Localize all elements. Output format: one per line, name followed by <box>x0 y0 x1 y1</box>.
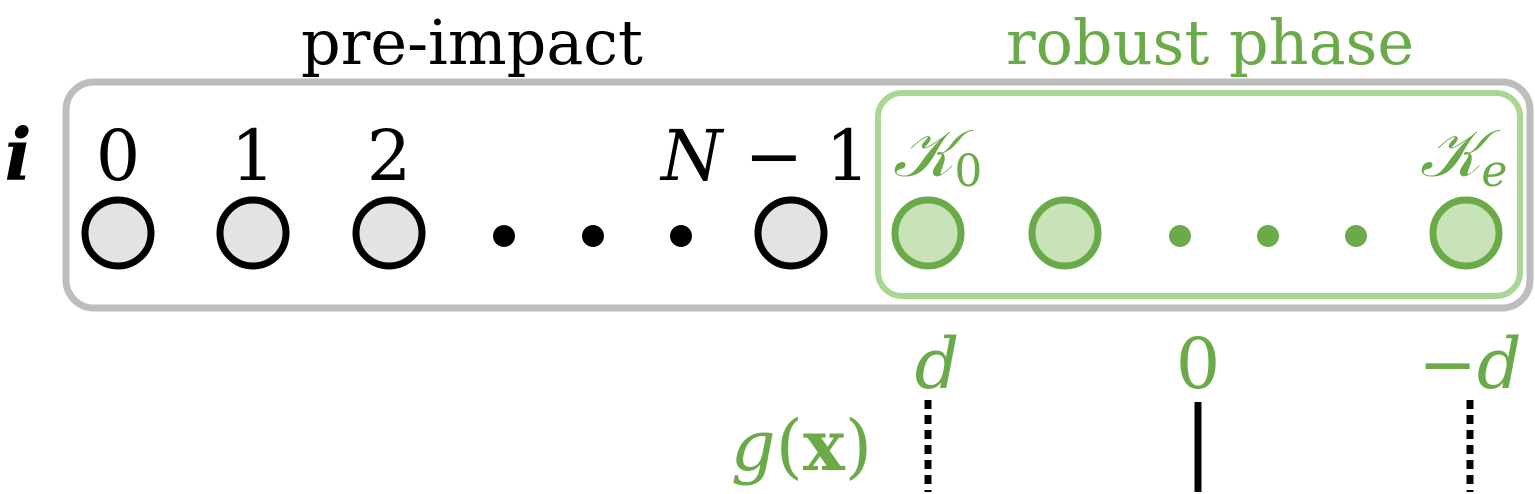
robust-phase-heading: robust phase <box>1006 6 1414 79</box>
sequence-box <box>62 78 1534 312</box>
robust-label-first: 𝒦0 <box>893 115 982 197</box>
pre-impact-node <box>81 196 155 270</box>
pre-impact-ellipsis-dot <box>582 225 604 247</box>
pre-impact-node <box>754 196 828 270</box>
pre-impact-ellipsis-dot <box>493 225 515 247</box>
node-label-last: N − 1 <box>659 115 870 197</box>
g-func-name: g <box>731 405 776 487</box>
node-label-2: 2 <box>367 115 412 197</box>
node-label-0: 0 <box>96 115 141 197</box>
index-symbol: i <box>4 112 31 197</box>
robust-phase-box <box>875 90 1523 299</box>
g-value-d: d <box>915 323 960 405</box>
pre-impact-node <box>216 196 290 270</box>
robust-ellipsis-dot <box>1345 225 1367 247</box>
robust-label-last-sub: e <box>1481 146 1507 197</box>
pre-impact-heading: pre-impact <box>301 6 643 79</box>
g-value-zero: 0 <box>1176 323 1221 405</box>
robust-ellipsis-dot <box>1169 225 1191 247</box>
robust-node <box>1028 196 1102 270</box>
pre-impact-node <box>352 196 426 270</box>
node-label-last-rest: − 1 <box>722 115 870 197</box>
pre-impact-ellipsis-dot <box>670 225 692 247</box>
robust-label-first-sub: 0 <box>954 146 982 197</box>
g-open-paren: ( <box>776 405 803 487</box>
robust-label-last: 𝒦e <box>1420 115 1507 197</box>
node-label-1: 1 <box>231 115 276 197</box>
g-value-neg-d: −d <box>1418 323 1521 405</box>
robust-node <box>891 196 965 270</box>
robust-ellipsis-dot <box>1257 225 1279 247</box>
node-label-last-var: N <box>659 115 725 197</box>
g-arg: x <box>803 404 846 487</box>
g-close-paren: ) <box>845 405 872 487</box>
g-function-label: g(x) <box>731 404 872 487</box>
robust-node <box>1429 196 1503 270</box>
